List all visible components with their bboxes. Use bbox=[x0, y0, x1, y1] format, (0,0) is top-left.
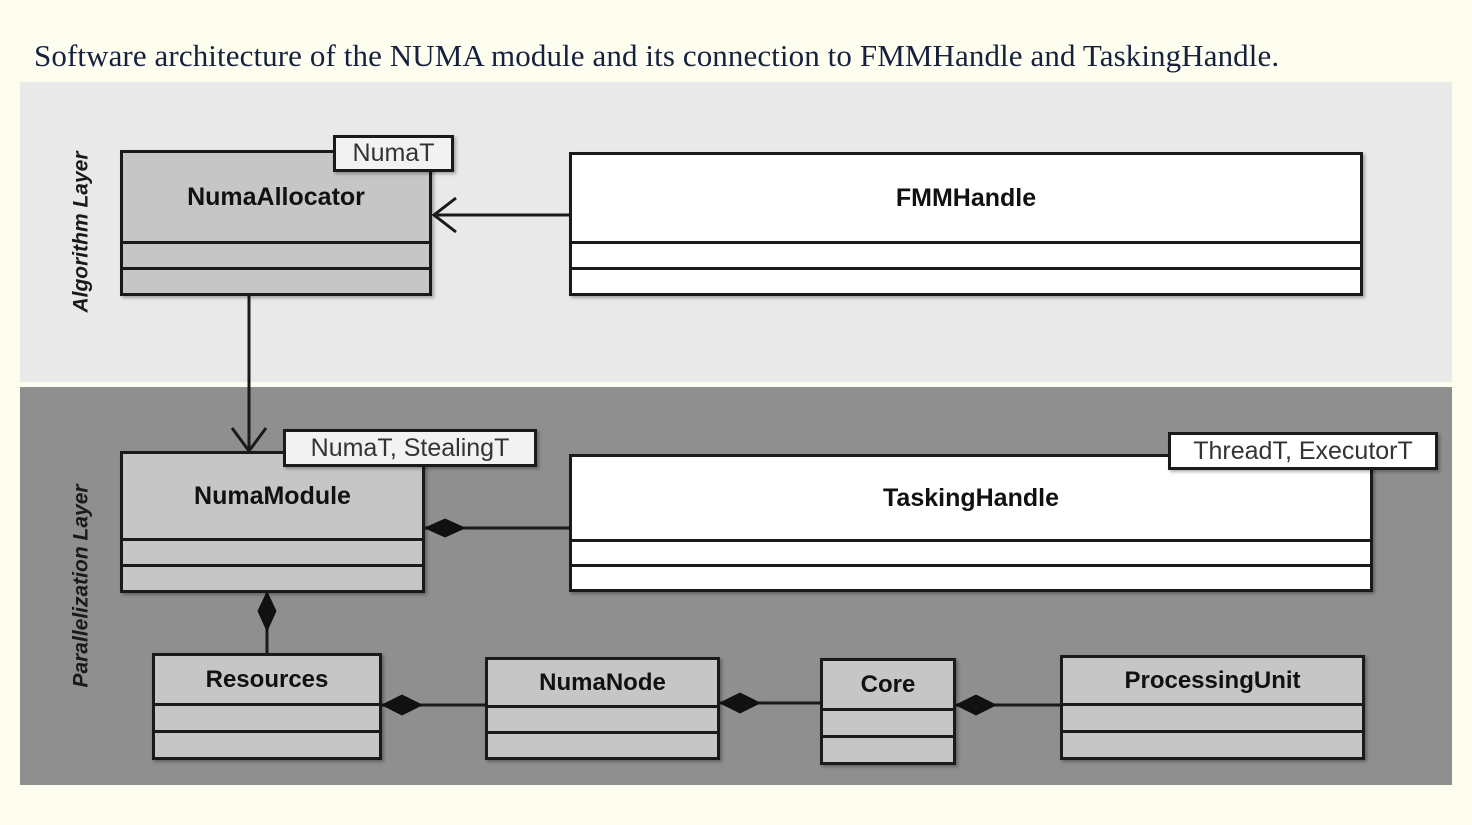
class-box-numa-node[interactable]: NumaNode bbox=[485, 657, 720, 760]
layer-parallelization-label-wrap: Parallelization Layer bbox=[52, 387, 112, 785]
class-compartment-attributes bbox=[123, 241, 429, 267]
class-box-tasking-handle[interactable]: TaskingHandle bbox=[569, 454, 1373, 592]
class-compartment-attributes bbox=[823, 708, 953, 735]
class-name-tasking-handle: TaskingHandle bbox=[883, 483, 1059, 512]
class-name-fmm-handle: FMMHandle bbox=[895, 183, 1037, 212]
template-tab-numa-module: NumaT, StealingT bbox=[283, 429, 537, 467]
class-name-resources: Resources bbox=[205, 665, 329, 693]
class-compartment-operations bbox=[823, 735, 953, 762]
class-name-processing-unit: ProcessingUnit bbox=[1124, 666, 1301, 694]
template-tab-tasking-handle: ThreadT, ExecutorT bbox=[1168, 432, 1438, 470]
class-name-core: Core bbox=[860, 670, 916, 698]
class-name-numa-node: NumaNode bbox=[539, 668, 666, 696]
class-compartment-operations bbox=[155, 730, 379, 757]
layer-parallelization-label: Parallelization Layer bbox=[70, 484, 93, 688]
class-compartment-operations bbox=[572, 267, 1360, 293]
class-compartment-attributes bbox=[572, 241, 1360, 267]
page-title: Software architecture of the NUMA module… bbox=[34, 38, 1280, 73]
class-name-numa-allocator: NumaAllocator bbox=[187, 182, 365, 211]
class-compartment-attributes bbox=[488, 705, 717, 731]
class-compartment-operations bbox=[123, 564, 422, 590]
class-compartment-attributes bbox=[1063, 703, 1362, 730]
class-compartment-attributes bbox=[155, 703, 379, 730]
class-compartment-attributes bbox=[572, 539, 1370, 564]
class-compartment-operations bbox=[123, 267, 429, 293]
class-name-numa-module: NumaModule bbox=[194, 481, 351, 510]
class-box-numa-allocator[interactable]: NumaAllocator bbox=[120, 150, 432, 296]
layer-algorithm-label: Algorithm Layer bbox=[70, 151, 93, 313]
class-compartment-operations bbox=[1063, 730, 1362, 757]
class-box-processing-unit[interactable]: ProcessingUnit bbox=[1060, 655, 1365, 760]
layer-algorithm-label-wrap: Algorithm Layer bbox=[52, 82, 112, 382]
template-tab-numa-allocator: NumaT bbox=[333, 135, 454, 172]
class-box-fmm-handle[interactable]: FMMHandle bbox=[569, 152, 1363, 296]
class-compartment-attributes bbox=[123, 538, 422, 564]
class-compartment-operations bbox=[488, 731, 717, 757]
class-box-resources[interactable]: Resources bbox=[152, 653, 382, 760]
class-compartment-operations bbox=[572, 564, 1370, 589]
class-box-core[interactable]: Core bbox=[820, 658, 956, 765]
class-box-numa-module[interactable]: NumaModule bbox=[120, 451, 425, 593]
